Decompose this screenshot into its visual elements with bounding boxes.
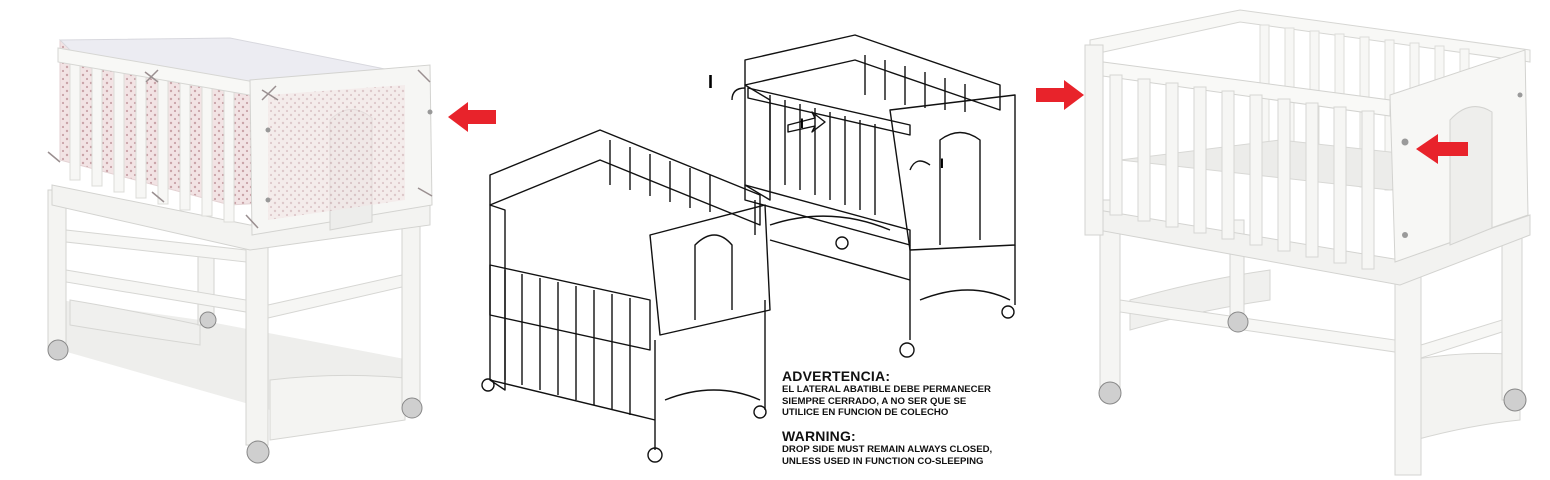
red-arrow-pointing-icon [1416, 134, 1468, 164]
diagram-label-upper: I [708, 72, 713, 92]
red-arrow-left-icon [448, 102, 496, 132]
crib-illustration-left [47, 37, 433, 464]
warning-english-line: UNLESS USED IN FUNCTION CO-SLEEPING [782, 455, 984, 467]
diagram-label-middle: I [800, 115, 804, 131]
warning-spanish-line: SIEMPRE CERRADO, A NO SER QUE SE [782, 395, 967, 407]
warning-english-title: WARNING: [782, 428, 856, 444]
assembly-line-diagram: I I I [470, 0, 1030, 480]
warning-english: WARNING: DROP SIDE MUST REMAIN ALWAYS CL… [782, 428, 992, 467]
crib-line-art: I I I [481, 34, 1016, 463]
diagram-label-right: I [940, 155, 944, 171]
warning-english-line: DROP SIDE MUST REMAIN ALWAYS CLOSED, [782, 444, 993, 455]
warning-spanish-line: EL LATERAL ABATIBLE DEBE PERMANECER [782, 384, 991, 395]
crib-photo-with-bumper [0, 0, 450, 480]
warning-spanish: ADVERTENCIA: EL LATERAL ABATIBLE DEBE PE… [782, 368, 991, 419]
warning-spanish-line: UTILICE EN FUNCION DE COLECHO [782, 407, 949, 418]
crib-photo-bare [1030, 0, 1550, 480]
red-arrow-right-icon [1036, 80, 1084, 110]
warning-spanish-title: ADVERTENCIA: [782, 368, 891, 384]
crib-illustration-right [1084, 9, 1531, 476]
